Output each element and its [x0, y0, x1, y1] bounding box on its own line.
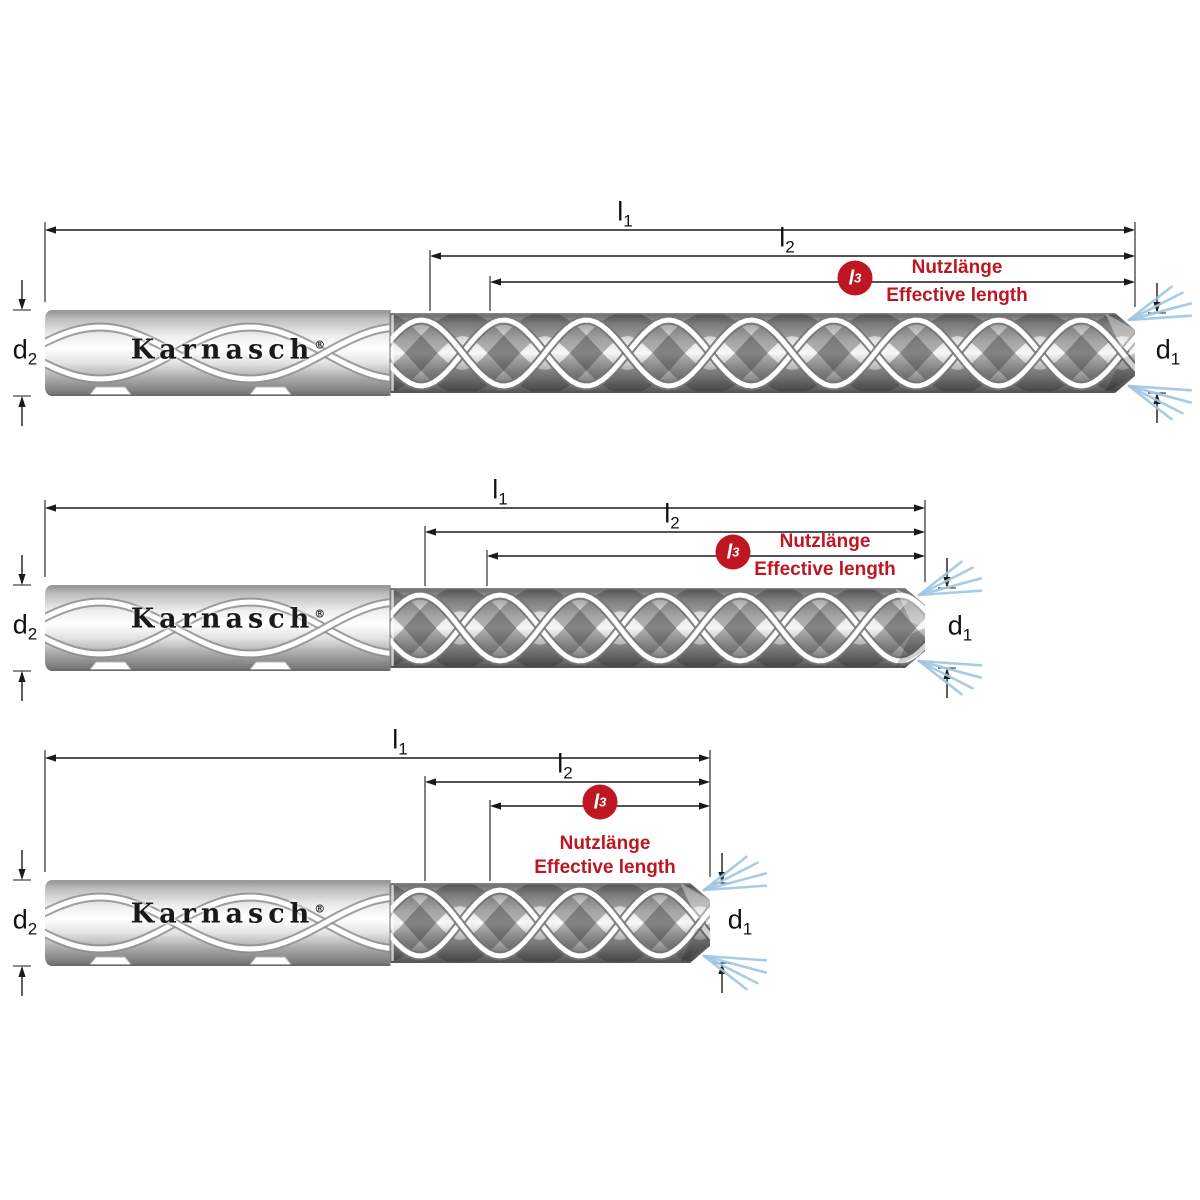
coolant-spray-2 [917, 560, 983, 696]
dimension-lines-2 [13, 500, 956, 701]
dim-label-l1-drill1: l1 [617, 196, 633, 231]
drill-body-1 [45, 310, 1135, 396]
coolant-spray-3 [702, 855, 768, 991]
annotation-nutzlaenge-drill2: Nutzlänge [779, 531, 871, 552]
drill-body-2 [45, 585, 925, 671]
dim-label-l2-drill2: l2 [664, 498, 680, 533]
dim-label-d1-drill2: d1 [947, 610, 973, 645]
dim-label-l2-drill3: l2 [557, 748, 573, 783]
dim-label-d2-drill1: d2 [12, 334, 38, 369]
brand-logo-drill2: Karnasch® [130, 603, 326, 635]
drill-body-3 [45, 880, 710, 966]
dim-label-d2-drill2: d2 [12, 609, 38, 644]
dimension-lines-1 [13, 222, 1166, 426]
annotation-effective-length-drill2: Effective length [754, 559, 896, 580]
annotation-nutzlaenge-drill1: Nutzlänge [911, 257, 1003, 278]
annotation-nutzlaenge-drill3: Nutzlänge [559, 833, 651, 854]
dim-label-d2-drill3: d2 [12, 904, 38, 939]
dim-label-d1-drill1: d1 [1155, 334, 1181, 369]
coolant-spray-1 [1127, 285, 1193, 421]
dim-label-l2-drill1: l2 [779, 222, 795, 257]
dim-label-l1-drill2: l1 [492, 474, 508, 509]
brand-logo-drill1: Karnasch® [130, 334, 326, 366]
annotation-effective-length-drill3: Effective length [534, 857, 676, 878]
brand-logo-drill3: Karnasch® [130, 898, 326, 930]
dim-label-d1-drill3: d1 [727, 904, 753, 939]
dim-label-l1-drill3: l1 [392, 724, 408, 759]
annotation-effective-length-drill1: Effective length [886, 285, 1028, 306]
